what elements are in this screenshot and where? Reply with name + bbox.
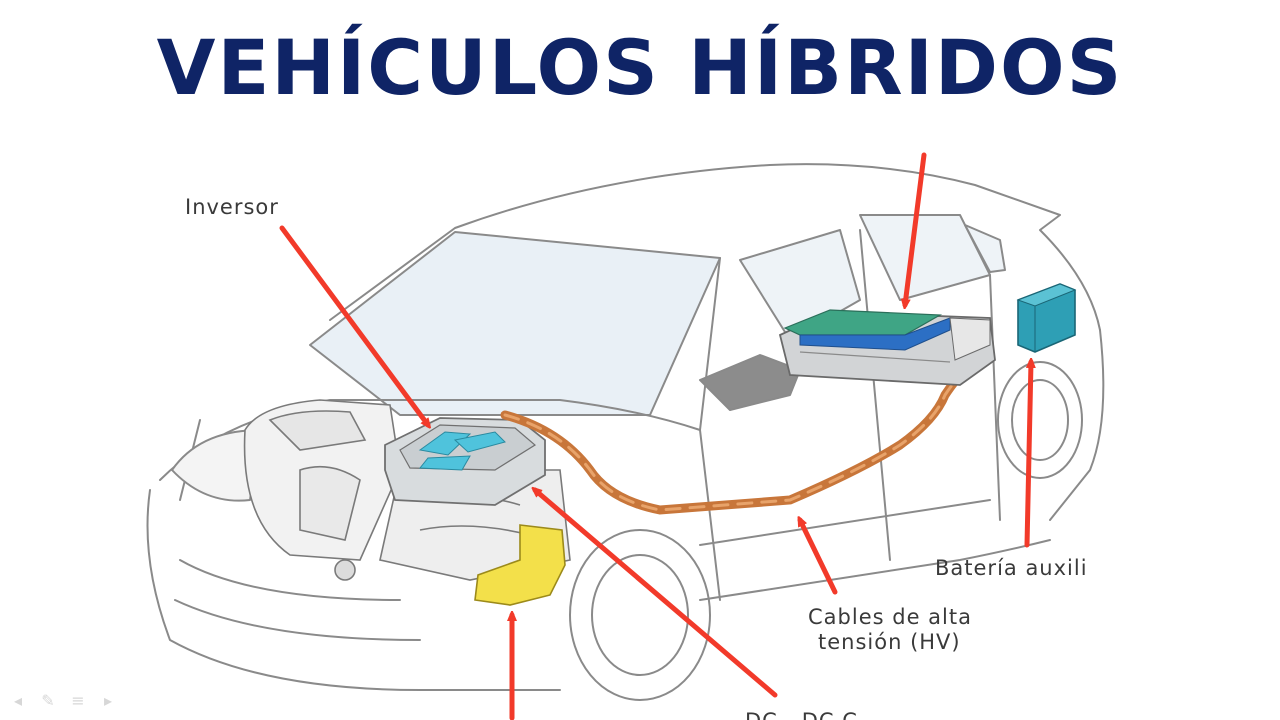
arrow-hv-cable: [800, 520, 838, 595]
arrow-aux-battery: [1024, 362, 1031, 548]
pointer-arrows: [279, 152, 1031, 720]
dc-dc-converter-housing: [474, 524, 566, 606]
prev-icon[interactable]: ◂: [13, 691, 23, 710]
label-cables-line2: tensión (HV): [818, 630, 961, 654]
menu-icon[interactable]: ≡: [71, 691, 85, 710]
pen-icon[interactable]: ✎: [41, 691, 55, 710]
inverter-unit: [384, 417, 546, 506]
arrow-dc-dc: [535, 490, 778, 698]
arrow-inversor: [279, 225, 428, 425]
label-inversor: Inversor: [185, 195, 279, 219]
label-dc-dc-partial: DC - DC C: [745, 709, 858, 720]
slide-title: VEHÍCULOS HÍBRIDOS: [156, 23, 1124, 112]
arrow-hv-battery: [905, 152, 927, 305]
label-bateria-auxiliar: Batería auxili: [935, 556, 1088, 580]
car-outline: [146, 163, 1105, 701]
label-cables-line1: Cables de alta: [808, 605, 972, 629]
auxiliary-battery: [1016, 283, 1077, 353]
next-icon[interactable]: ▸: [103, 691, 113, 710]
hv-battery-pack: [778, 309, 996, 386]
slide-controls: ◂ ✎ ≡ ▸: [8, 691, 118, 710]
